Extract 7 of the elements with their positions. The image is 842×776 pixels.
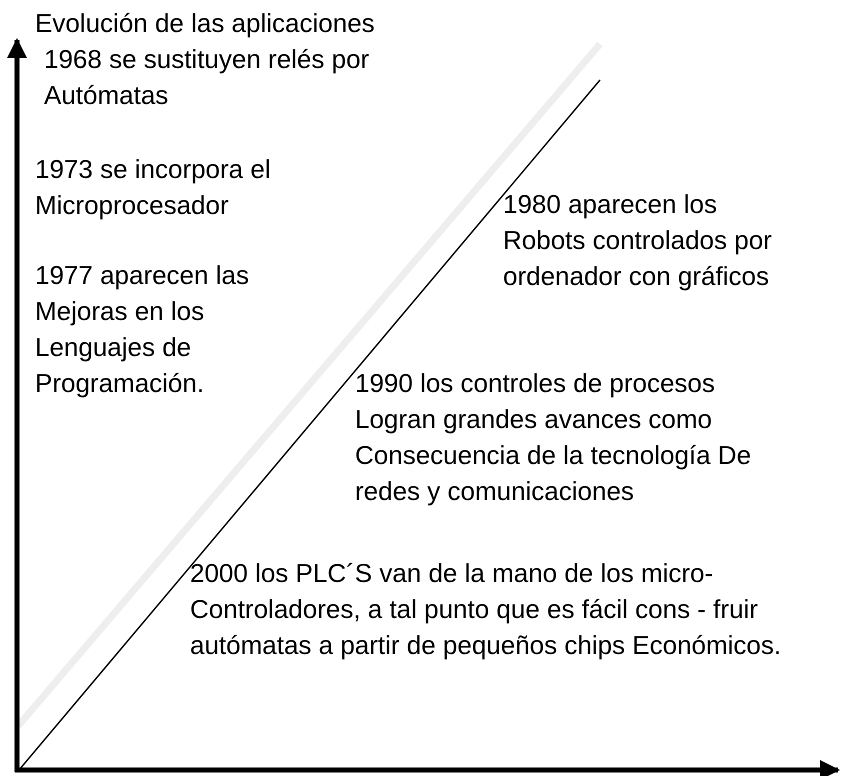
timeline-note: 2000 los PLC´S van de la mano de los micro- Controladores, a tal punto que es fácil cons - fruir autómatas a partir de pequeños chips Económicos. xyxy=(190,557,782,662)
title-text: Evolución de las aplicaciones xyxy=(35,7,375,40)
timeline-note: 1990 los controles de procesos Logran grandes avances como Consecuencia de la tecnología De redes y comunicaciones xyxy=(355,367,752,508)
timeline-note: 1980 aparecen los Robots controlados por ordenador con gráficos xyxy=(503,188,773,293)
timeline-note: 1968 se sustituyen relés por Autómatas xyxy=(44,43,370,112)
timeline-note: 1977 aparecen las Mejoras en los Lenguajes de Programación. xyxy=(35,259,250,400)
timeline-note: 1973 se incorpora el Microprocesador xyxy=(35,153,272,222)
